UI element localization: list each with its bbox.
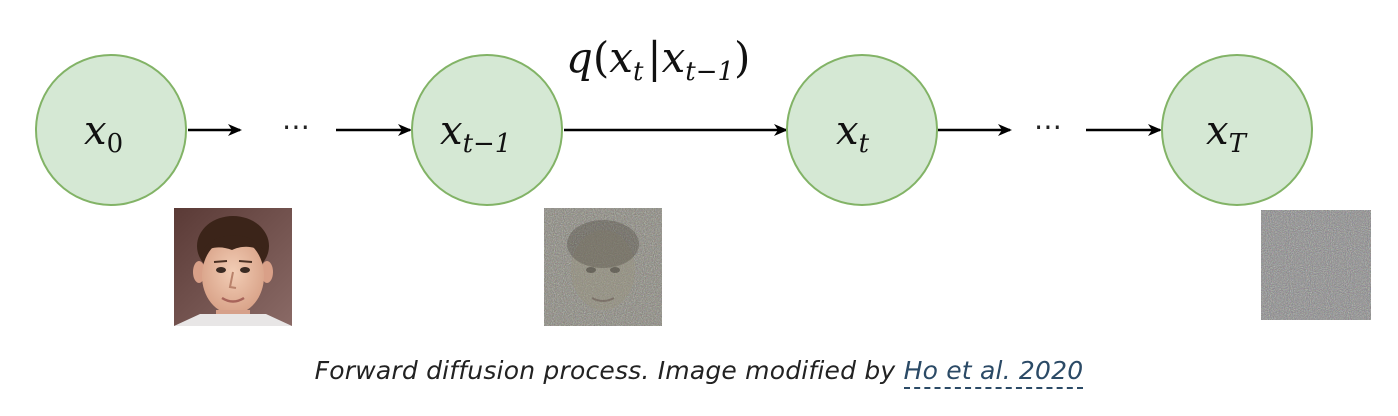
transition-bar: | — [647, 33, 661, 82]
transition-label: q(xt|xt−1) — [566, 33, 750, 87]
node-x0-sub: 0 — [107, 129, 124, 159]
noisy-face-image — [544, 208, 662, 326]
node-xt: xt — [787, 55, 937, 205]
node-xT: xT — [1162, 55, 1312, 205]
caption: Forward diffusion process. Image modifie… — [0, 356, 1398, 385]
node-x0-base: x — [84, 108, 107, 154]
node-xt-1-sub: t−1 — [463, 129, 512, 159]
node-xt-1-base: x — [440, 108, 463, 154]
transition-x2: x — [662, 33, 686, 82]
caption-link[interactable]: Ho et al. 2020 — [904, 356, 1084, 389]
svg-text:q(xt|xt−1): q(xt|xt−1) — [566, 33, 750, 87]
node-xt-1: xt−1 — [412, 55, 562, 205]
pure-noise-image — [1261, 210, 1371, 320]
transition-x1: x — [609, 33, 633, 82]
transition-q: q — [566, 33, 593, 82]
face-image — [174, 208, 292, 326]
transition-x1-sub: t — [633, 57, 644, 87]
node-xT-sub: T — [1229, 129, 1248, 159]
node-xt-sub: t — [859, 129, 870, 159]
caption-text: Forward diffusion process. Image modifie… — [315, 356, 904, 385]
transition-x2-sub: t−1 — [685, 57, 734, 87]
node-x0: x0 — [36, 55, 186, 205]
node-xt-base: x — [836, 108, 859, 154]
ellipsis-right: ⋯ — [1034, 110, 1062, 143]
node-xT-base: x — [1206, 108, 1229, 154]
ellipsis-left: ⋯ — [282, 110, 310, 143]
